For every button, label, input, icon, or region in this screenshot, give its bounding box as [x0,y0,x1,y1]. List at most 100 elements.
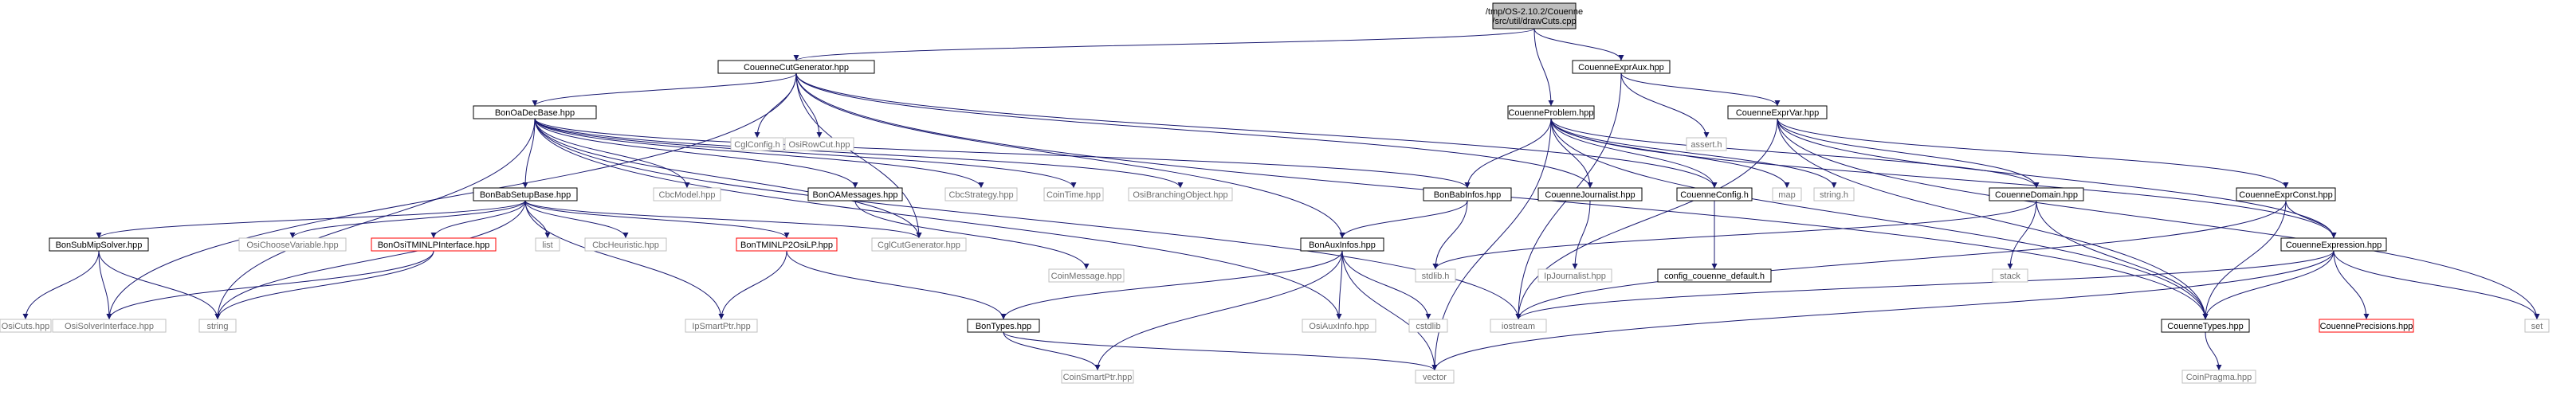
node-label: BonBabSetupBase.hpp [480,190,571,200]
node-exvar[interactable]: CouenneExprVar.hpp [1727,105,1828,119]
node-box [685,319,758,333]
node-babinfos[interactable]: BonBabInfos.hpp [1423,187,1512,201]
edge-oamsg-to-coinmsg [854,200,1090,270]
node-label: BonOAMessages.hpp [812,190,897,200]
node-box [1813,187,1855,201]
node-label: BonTypes.hpp [976,322,1031,331]
edge-oadec-to-cbcstrat [534,118,984,189]
edge-line [1777,118,2209,320]
edge-babsetup-to-string [214,200,526,320]
node-oadec[interactable]: BonOaDecBase.hpp [473,105,597,119]
edge-babsetup-to-cglcutgen [524,200,922,239]
edge-bontypes-to-coinsmart [1003,331,1101,371]
node-auxinfos[interactable]: BonAuxInfos.hpp [1300,237,1384,252]
edge-prob-to-expression [1550,118,2337,239]
edge-expression-to-iostream [1515,250,2334,320]
node-set: set [2524,319,2550,333]
edge-line [2007,200,2037,270]
edge-line [795,72,922,239]
edge-oadec-to-cglcutgen [534,118,922,239]
node-box [1676,187,1753,201]
node-coinmsg: CoinMessage.hpp [1048,268,1125,283]
node-box [807,187,903,201]
node-label: CouenneExprAux.hpp [1578,63,1664,72]
edge-line [2333,250,2540,320]
node-journalist[interactable]: CouenneJournalist.hpp [1537,187,1643,201]
node-configdefault[interactable]: config_couenne_default.h [1657,268,1772,283]
node-precisions[interactable]: CouennePrecisions.hpp [2319,319,2414,333]
node-box [49,237,149,252]
node-box [784,137,854,151]
edge-line [1533,28,1554,107]
node-box [1537,268,1612,283]
edge-domain-to-stdlibh [1432,200,2037,270]
node-prob[interactable]: CouenneProblem.hpp [1507,105,1595,119]
node-box [1043,187,1104,201]
node-box [1727,105,1828,119]
edge-line [1341,250,1438,371]
edge-line [1777,118,2289,189]
node-box [1537,187,1643,201]
edge-prob-to-journalist [1550,118,1593,189]
node-submip[interactable]: BonSubMipSolver.hpp [49,237,149,252]
edge-line [1777,118,2040,189]
edge-expression-to-vector [1431,250,2334,371]
node-babsetup[interactable]: BonBabSetupBase.hpp [473,187,578,201]
node-osiauxinfo: OsiAuxInfo.hpp [1302,319,1376,333]
node-cglcutgen: CglCutGenerator.hpp [871,237,967,252]
edge-line [1341,250,1431,320]
node-box [1128,187,1233,201]
edge-line [96,200,526,239]
node-label: CouenneDomain.hpp [1995,190,2078,200]
node-root[interactable]: /tmp/OS-2.10.2/Couenne/src/util/drawCuts… [1486,2,1583,29]
node-vector: vector [1415,370,1455,384]
node-exaux[interactable]: CouenneExprAux.hpp [1572,60,1671,74]
edge-line [534,118,1342,320]
node-ctypes[interactable]: CouenneTypes.hpp [2161,319,2250,333]
node-box [967,319,1040,333]
node-box [944,187,1018,201]
node-box [717,60,875,74]
node-cg[interactable]: CouenneCutGenerator.hpp [717,60,875,74]
node-stdlibh: stdlib.h [1415,268,1456,283]
node-exconst[interactable]: CouenneExprConst.hpp [2236,187,2336,201]
edge-cg-to-osisolver [106,72,797,320]
node-label: BonBabInfos.hpp [1434,190,1501,200]
node-label: OsiBranchingObject.hpp [1133,190,1227,200]
edge-tminlp2osi-to-bontypes [786,250,1007,320]
node-expression[interactable]: CouenneExpression.hpp [2280,237,2387,252]
edge-babinfos-to-auxinfos [1339,200,1468,239]
edge-oadec-to-iostream [534,118,1522,320]
edge-auxinfos-to-cstdlib [1341,250,1431,320]
node-box [1507,105,1595,119]
node-cglconfig: CglConfig.h [730,137,784,151]
node-cbcheur: CbcHeuristic.hpp [584,237,667,252]
edge-babsetup-to-cbcheur [524,200,629,239]
edge-line [289,200,526,239]
node-bontypes[interactable]: BonTypes.hpp [967,319,1040,333]
node-config[interactable]: CouenneConfig.h [1676,187,1753,201]
node-box [2181,370,2256,384]
edge-exvar-to-expression [1777,118,2337,239]
node-label: CouennePrecisions.hpp [2320,322,2413,331]
edge-line [1533,28,1624,61]
edge-line [534,118,922,239]
node-label: BonSubMipSolver.hpp [56,241,143,250]
edge-line [2285,200,2337,239]
node-ositminlp[interactable]: BonOsiTMINLPInterface.hpp [371,237,497,252]
node-cointime: CoinTime.hpp [1043,187,1104,201]
edge-cg-to-oadec [532,72,797,107]
edge-line [1550,118,2337,239]
node-label: BonOsiTMINLPInterface.hpp [378,241,490,250]
node-box [1992,268,2028,283]
node-domain[interactable]: CouenneDomain.hpp [1989,187,2084,201]
edge-cg-to-cglcutgen [795,72,922,239]
node-label: CbcStrategy.hpp [948,190,1013,200]
node-box [1490,319,1547,333]
node-map: map [1772,187,1802,201]
node-oamsg[interactable]: BonOAMessages.hpp [807,187,903,201]
node-box [653,187,721,201]
edge-prob-to-stringh [1550,118,1837,189]
node-tminlp2osi[interactable]: BonTMINLP2OsiLP.hpp [736,237,838,252]
node-label: OsiSolverInterface.hpp [65,322,154,331]
